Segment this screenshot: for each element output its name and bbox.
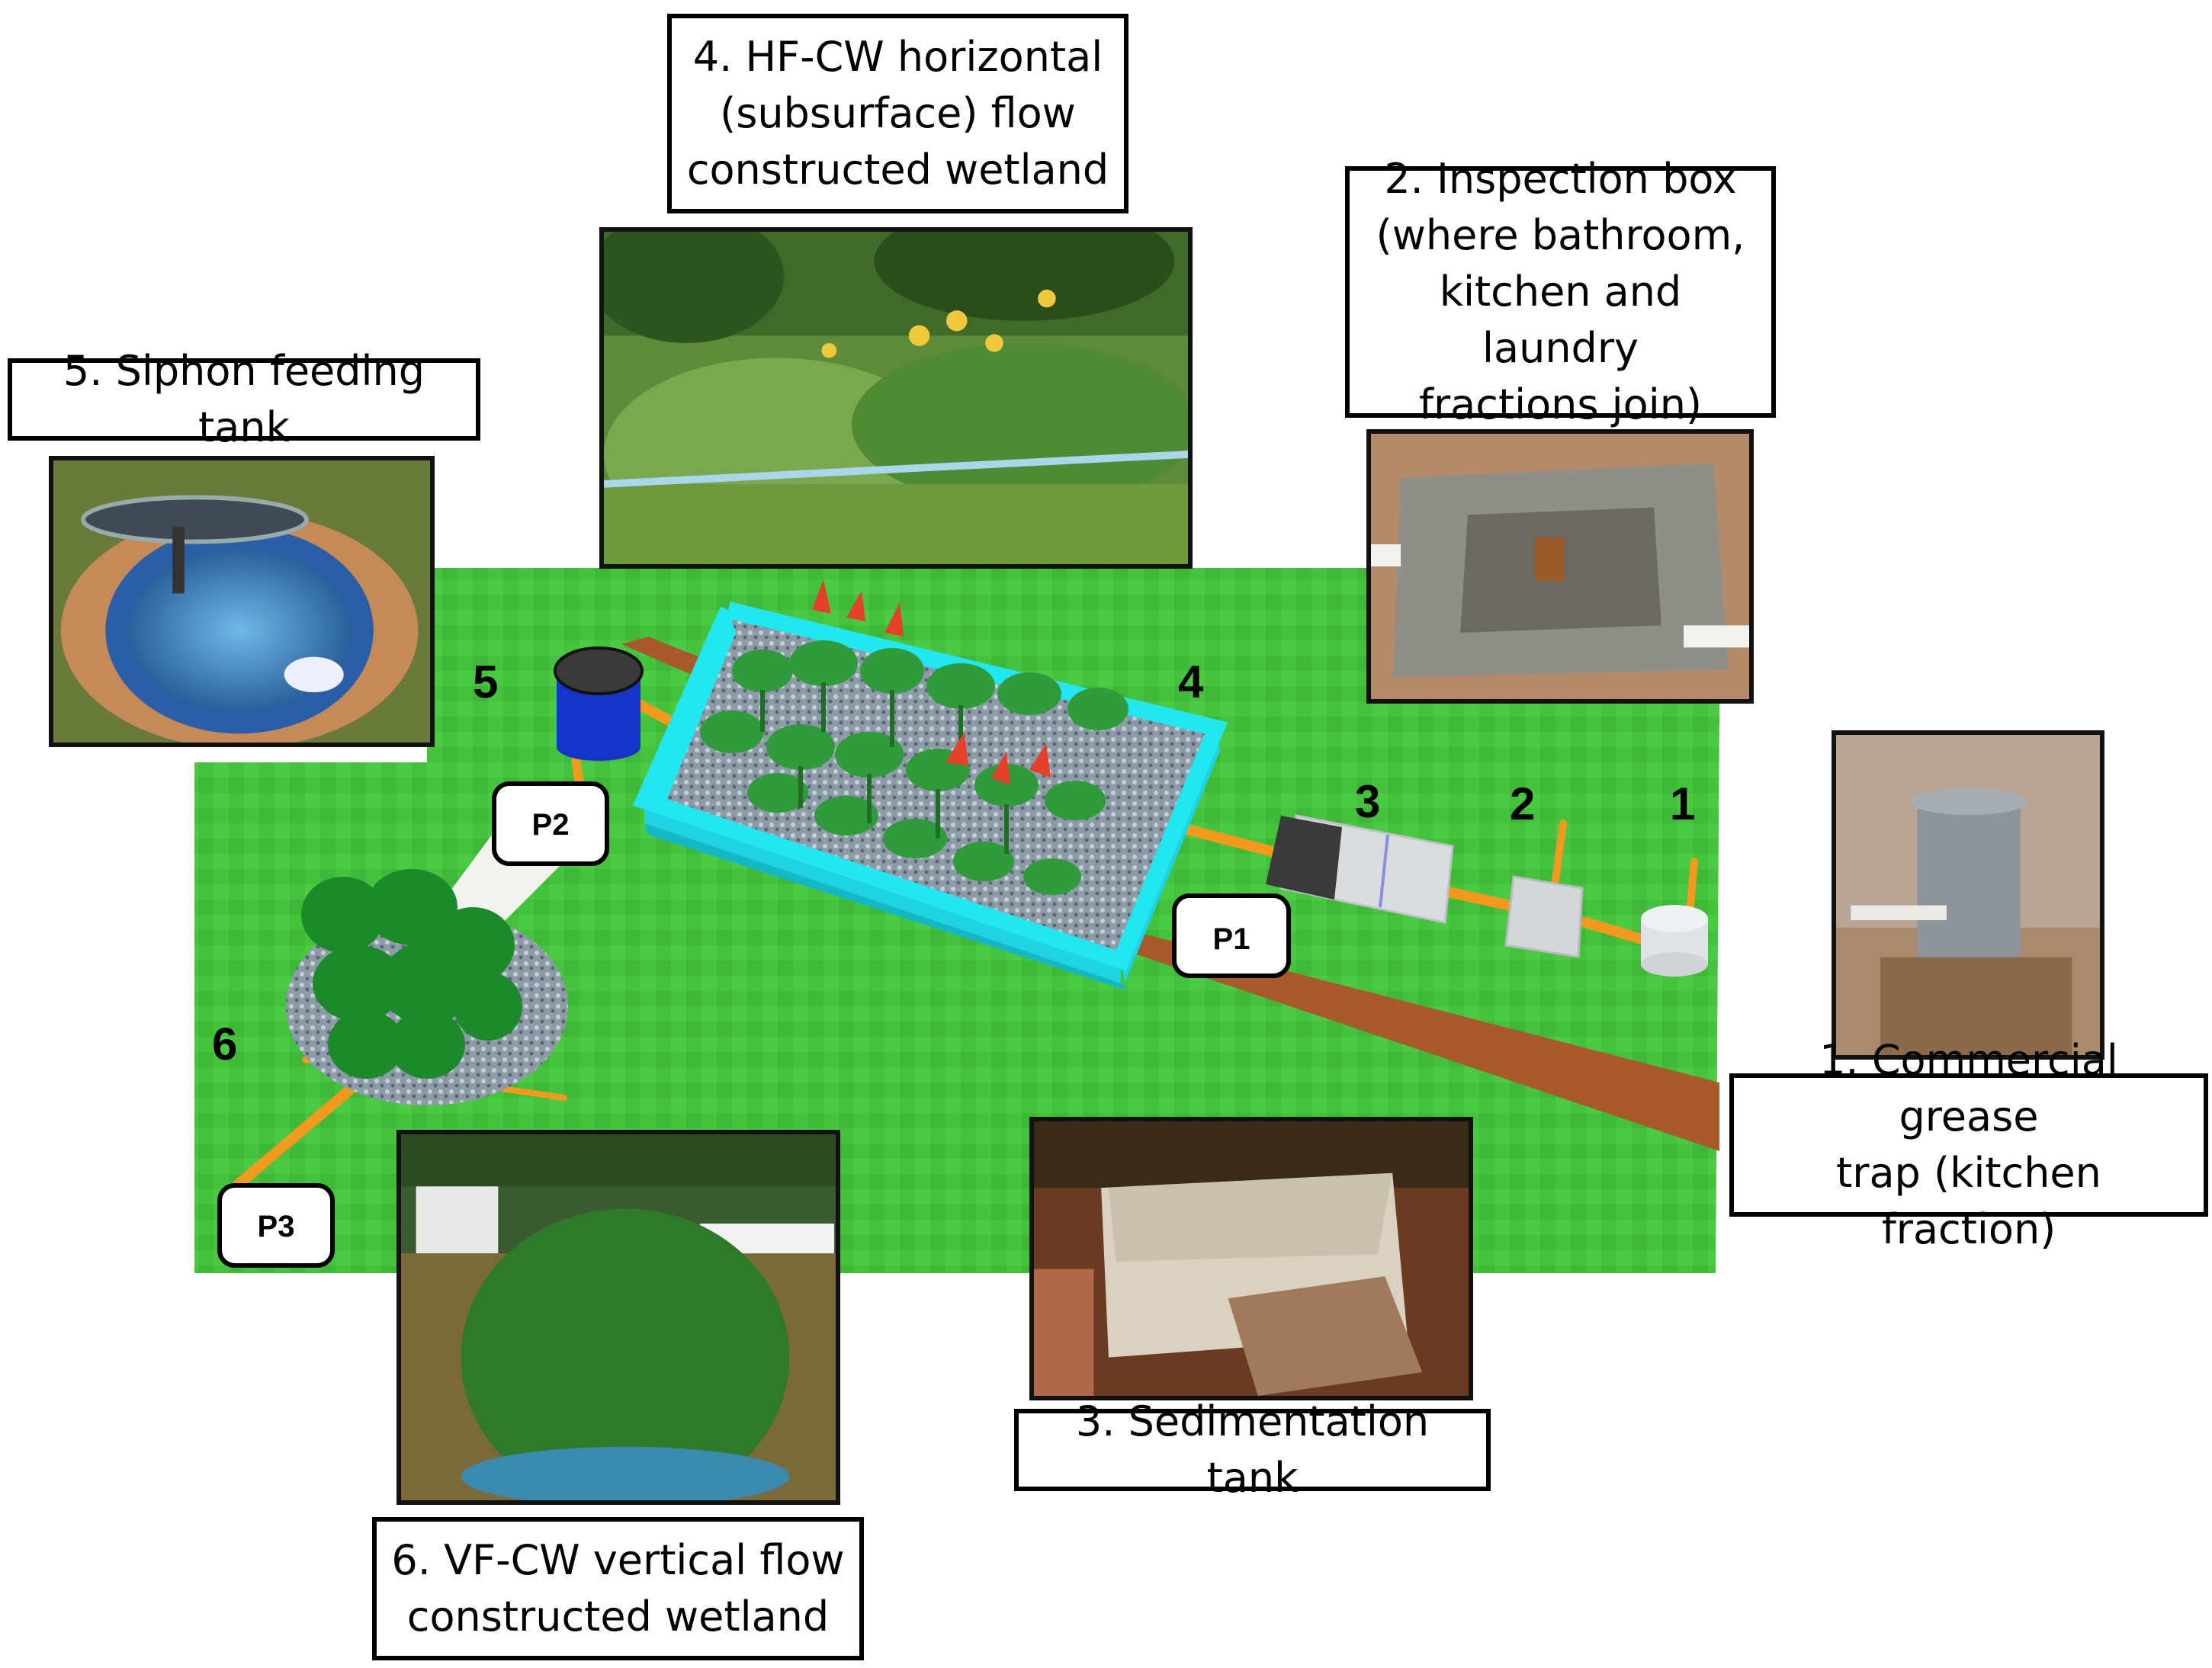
- caption-sedimentation-tank: 3. Sedimentation tank: [1014, 1397, 1491, 1502]
- hf-cw-plants: [700, 579, 1128, 895]
- station-number-6: 6: [212, 1018, 237, 1070]
- station-number-3: 3: [1355, 776, 1380, 827]
- station-number-1: 1: [1670, 778, 1695, 829]
- caption-vf-cw: 6. VF-CW vertical flow constructed wetla…: [372, 1517, 864, 1660]
- siphon-tank-model: [554, 646, 644, 761]
- sampling-point-p2-label: P2: [532, 808, 570, 842]
- sampling-point-p2: P2: [492, 781, 609, 866]
- inspection-box-model: [1504, 875, 1584, 958]
- sampling-point-p3-label: P3: [258, 1210, 295, 1243]
- caption-grease-trap: 1. Commercial grease trap (kitchen fract…: [1729, 1036, 2208, 1253]
- sampling-point-p1: P1: [1172, 893, 1291, 978]
- vf-cw-bed: [286, 869, 568, 1105]
- hf-cw-photo: [599, 227, 1193, 569]
- sedimentation-tank-photo: [1029, 1117, 1473, 1400]
- sampling-point-p1-label: P1: [1213, 922, 1250, 956]
- inspection-box-photo: [1366, 429, 1754, 704]
- sampling-point-p3: P3: [217, 1183, 335, 1268]
- siphon-tank-photo: [49, 456, 435, 747]
- grease-trap-photo: [1832, 730, 2104, 1060]
- sedimentation-tank-model: [1266, 814, 1454, 924]
- caption-siphon-tank: 5. Siphon feeding tank: [8, 347, 480, 451]
- caption-inspection-box: 2. Inspection box (where bathroom, kitch…: [1345, 155, 1776, 428]
- station-number-2: 2: [1510, 778, 1535, 829]
- caption-hf-cw: 4. HF-CW horizontal (subsurface) flow co…: [667, 14, 1128, 213]
- station-number-4: 4: [1178, 656, 1204, 707]
- vf-cw-photo: [396, 1130, 840, 1505]
- grease-trap-model: [1641, 905, 1708, 977]
- station-number-5: 5: [473, 656, 498, 707]
